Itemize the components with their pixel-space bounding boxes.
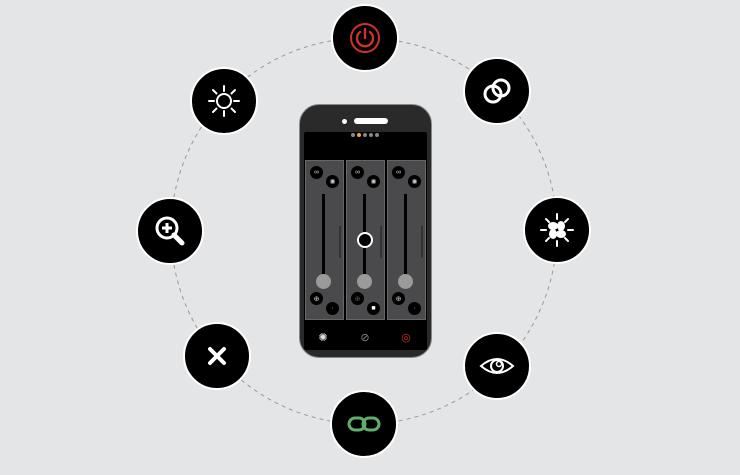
sun-icon xyxy=(208,85,240,117)
zoom-toggle[interactable]: ⊕ xyxy=(351,292,364,305)
zoom-toggle[interactable]: ⊕ xyxy=(392,292,405,305)
tab-brightness[interactable]: ✺ xyxy=(318,331,328,344)
tab-power[interactable]: ◎ xyxy=(401,331,411,344)
brightness-toggle[interactable]: ✺ xyxy=(408,175,421,188)
fader-knob[interactable] xyxy=(357,274,372,289)
flower-brightness-button[interactable] xyxy=(523,196,591,264)
tab-link[interactable]: ⊘ xyxy=(360,331,370,344)
fader-track[interactable] xyxy=(404,194,407,284)
fader-knob[interactable] xyxy=(316,274,331,289)
power-icon xyxy=(350,23,380,53)
link-button[interactable] xyxy=(330,390,398,458)
level-meter xyxy=(421,226,423,258)
phone-screen: ∞ ✺ ⊕ · ∞ ✺ ⊕ ■ ∞ ✺ ⊕ · ✺ ⊘ ◎ xyxy=(304,132,427,350)
zoom-in-button[interactable] xyxy=(136,197,204,265)
fader-knob[interactable] xyxy=(398,274,413,289)
power-button[interactable] xyxy=(331,4,399,72)
eye-button[interactable] xyxy=(463,332,531,400)
brightness-toggle[interactable]: ✺ xyxy=(367,175,380,188)
brightness-button[interactable] xyxy=(190,67,258,135)
channel-strip: ∞ ✺ ⊕ ■ xyxy=(346,160,385,320)
level-meter xyxy=(339,226,341,258)
close-toggle[interactable]: ■ xyxy=(367,302,380,315)
close-button[interactable] xyxy=(183,322,251,390)
camera xyxy=(342,119,347,124)
overlap-rings-icon xyxy=(483,78,511,104)
close-icon xyxy=(208,347,226,365)
fader-track[interactable] xyxy=(322,194,325,284)
link-toggle[interactable]: ∞ xyxy=(392,166,405,179)
overlap-button[interactable] xyxy=(463,57,531,125)
channel-strip: ∞ ✺ ⊕ · xyxy=(387,160,426,320)
phone-mockup: ∞ ✺ ⊕ · ∞ ✺ ⊕ ■ ∞ ✺ ⊕ · ✺ ⊘ ◎ xyxy=(299,104,432,358)
channel-strip: ∞ ✺ ⊕ · xyxy=(305,160,344,320)
brightness-toggle[interactable]: ✺ xyxy=(326,175,339,188)
flower-brightness-icon xyxy=(540,213,574,247)
close-toggle[interactable]: · xyxy=(326,302,339,315)
link-toggle[interactable]: ∞ xyxy=(351,166,364,179)
level-meter xyxy=(380,226,382,258)
link-icon xyxy=(347,416,381,432)
zoom-in-icon xyxy=(155,216,185,246)
zoom-toggle[interactable]: ⊕ xyxy=(310,292,323,305)
link-toggle[interactable]: ∞ xyxy=(310,166,323,179)
page-indicator[interactable] xyxy=(351,133,379,137)
sun-icon xyxy=(357,232,373,248)
close-toggle[interactable]: · xyxy=(408,302,421,315)
speaker xyxy=(354,118,388,124)
eye-icon xyxy=(479,358,515,374)
